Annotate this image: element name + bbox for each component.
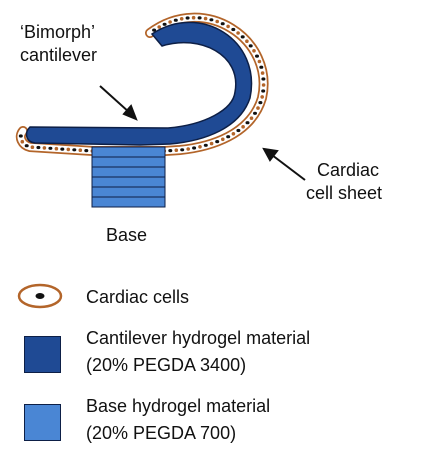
base-layer — [91, 186, 166, 198]
cell-sheet-label-line2: cell sheet — [306, 183, 383, 203]
cell-nucleus — [259, 65, 264, 69]
cell-nuclei — [18, 15, 266, 153]
cell-boundary — [168, 20, 172, 24]
cell-nucleus — [168, 149, 173, 153]
cell-boundary — [203, 16, 208, 21]
cell-nucleus — [231, 27, 236, 32]
cell-sheet-arrow — [262, 147, 306, 181]
cell-boundary — [30, 145, 35, 149]
cell-nucleus — [72, 148, 77, 152]
cell-nucleus — [203, 143, 208, 147]
cell-nucleus — [192, 146, 197, 150]
legend-base-line1: Base hydrogel material — [86, 396, 271, 416]
cell-nucleus — [248, 44, 253, 48]
cell-boundary — [231, 132, 236, 136]
cell-nucleus — [215, 140, 220, 144]
cell-sheet-label: Cardiac cell sheet — [306, 159, 382, 205]
cell-nucleus — [261, 89, 266, 93]
cell-boundary — [157, 25, 161, 29]
cell-nucleus — [48, 146, 53, 150]
cell-nucleus — [24, 144, 29, 148]
bimorph-arrow — [99, 85, 138, 121]
legend-cantilever-line2: (20% PEGDA 3400) — [86, 355, 247, 375]
cell-boundary — [257, 59, 262, 64]
cell-nucleus — [261, 77, 266, 81]
cell-boundary — [256, 106, 260, 110]
base-stack — [91, 146, 166, 208]
cell-nucleus — [173, 18, 178, 22]
cell-boundary — [215, 19, 219, 24]
cell-boundary — [260, 71, 265, 75]
cell-nucleus — [18, 134, 23, 138]
legend-cantilever-swatch — [24, 336, 61, 373]
cell-boundary — [261, 83, 266, 87]
cell-nucleus — [258, 101, 263, 105]
legend-cells-label: Cardiac cells — [86, 287, 190, 307]
cell-boundary — [54, 146, 59, 151]
cell-boundary — [260, 95, 265, 99]
legend-cantilever-label: Cantilever hydrogel material (20% PEGDA … — [86, 327, 310, 377]
cell-boundary — [226, 24, 230, 29]
legend-base-label: Base hydrogel material (20% PEGDA 700) — [86, 395, 270, 445]
bimorph-label-line2: cantilever — [20, 45, 98, 65]
cell-nucleus — [185, 16, 190, 20]
cell-boundary — [221, 137, 225, 142]
cell-boundary — [209, 141, 214, 146]
bimorph-label-line1: ‘Bimorph’ — [20, 22, 96, 42]
cell-nucleus — [84, 149, 89, 153]
cell-nucleus — [253, 111, 257, 115]
legend-cantilever-line1: Cantilever hydrogel material — [86, 328, 311, 348]
cell-nucleus — [240, 35, 245, 39]
base-layer — [91, 156, 166, 168]
cell-boundary — [198, 145, 202, 149]
cell-sheet-label-line1: Cardiac — [317, 160, 380, 180]
cell-nucleus — [255, 54, 259, 58]
cell-boundary — [191, 15, 196, 20]
cell-boundary — [20, 139, 25, 144]
cell-nucleus — [60, 147, 65, 151]
cell-boundary — [236, 31, 240, 35]
cell-nucleus — [220, 22, 225, 26]
cell-boundary — [241, 125, 245, 129]
cell-boundary — [78, 148, 83, 152]
cell-nucleus — [36, 145, 41, 150]
cell-boundary — [179, 17, 184, 21]
base-label: Base — [106, 225, 148, 245]
base-layer — [91, 166, 166, 178]
cell-boundary — [66, 147, 71, 152]
legend-base-line2: (20% PEGDA 700) — [86, 423, 237, 443]
bimorph-label: ‘Bimorph’ cantilever — [20, 21, 97, 67]
cell-nucleus — [197, 16, 202, 20]
legend-cell-icon — [17, 283, 63, 309]
cell-nucleus — [236, 128, 241, 133]
cell-nucleus — [162, 22, 167, 26]
cell-boundary — [174, 148, 179, 152]
bimorph-cantilever — [25, 21, 253, 146]
cell-boundary — [186, 147, 190, 151]
cell-nucleus — [180, 148, 185, 152]
cell-nucleus — [226, 135, 231, 139]
cell-nucleus — [209, 18, 214, 22]
cell-nucleus — [152, 28, 157, 32]
base-layer — [91, 196, 166, 208]
cell-boundary — [245, 39, 249, 43]
base-layer — [91, 176, 166, 188]
legend-base-swatch — [24, 404, 61, 441]
cell-boundary — [42, 146, 47, 150]
cell-boundary — [249, 116, 254, 120]
cell-nucleus — [245, 121, 250, 125]
base-layer — [91, 146, 166, 158]
cell-boundary — [252, 49, 256, 53]
